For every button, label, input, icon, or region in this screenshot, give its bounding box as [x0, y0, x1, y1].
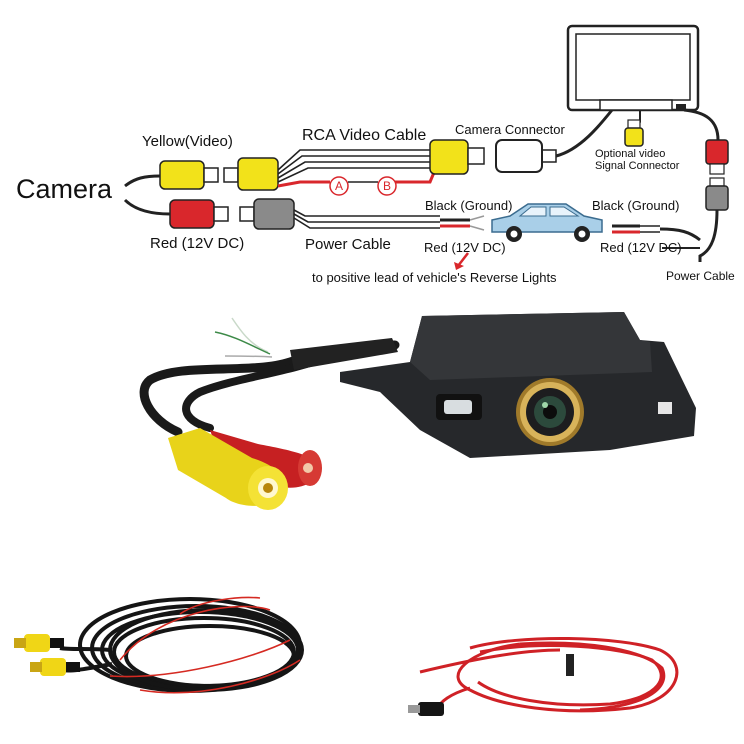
- gray-power-plug-monitor: [705, 185, 729, 211]
- rca-cable-bundle: [277, 149, 430, 183]
- power-cable-right-label: Power Cable: [666, 269, 735, 283]
- rca-cable-label: RCA Video Cable: [302, 127, 427, 144]
- camera-video-wire: [124, 174, 161, 188]
- red-12v-label: Red (12V DC): [150, 235, 245, 252]
- yellow-plug-cable: [237, 157, 279, 191]
- camera-power-wire: [123, 198, 171, 216]
- reverse-lights-note: to positive lead of vehicle's Reverse Li…: [312, 270, 557, 285]
- marker-b-circle: [377, 176, 397, 196]
- red-12v-right: Red (12V DC): [600, 240, 682, 255]
- black-ground-right: Black (Ground): [592, 198, 680, 213]
- yellow-plug-camera: [159, 160, 205, 190]
- black-ground-left: Black (Ground): [425, 198, 513, 213]
- power-cable-bundle: [293, 209, 440, 229]
- reverse-arrow: [457, 252, 469, 267]
- car-icon: [491, 203, 603, 242]
- marker-a: A: [335, 179, 344, 193]
- optional-connector-line2: Signal Connector: [595, 160, 680, 172]
- wiring-diagram: [123, 24, 729, 270]
- power-cable-label: Power Cable: [305, 236, 391, 253]
- rca-red-trigger-wire: [277, 180, 330, 188]
- marker-b: B: [383, 179, 392, 193]
- red-power-plug-monitor: [705, 139, 729, 165]
- optional-connector-label: Optional video Signal Connector: [595, 148, 679, 172]
- red-plug-camera: [169, 199, 215, 229]
- optional-yellow-connector: [624, 127, 644, 147]
- optional-connector-line1: Optional video: [595, 148, 666, 160]
- camera-label: Camera: [16, 174, 113, 204]
- red-12v-left: Red (12V DC): [424, 240, 506, 255]
- marker-a-circle: [329, 176, 349, 196]
- camera-connector-label: Camera Connector: [455, 122, 565, 137]
- camera-connector: [495, 139, 543, 173]
- yellow-video-label: Yellow(Video): [142, 133, 233, 150]
- gray-power-plug: [253, 198, 295, 230]
- yellow-plug-connector: [429, 139, 469, 175]
